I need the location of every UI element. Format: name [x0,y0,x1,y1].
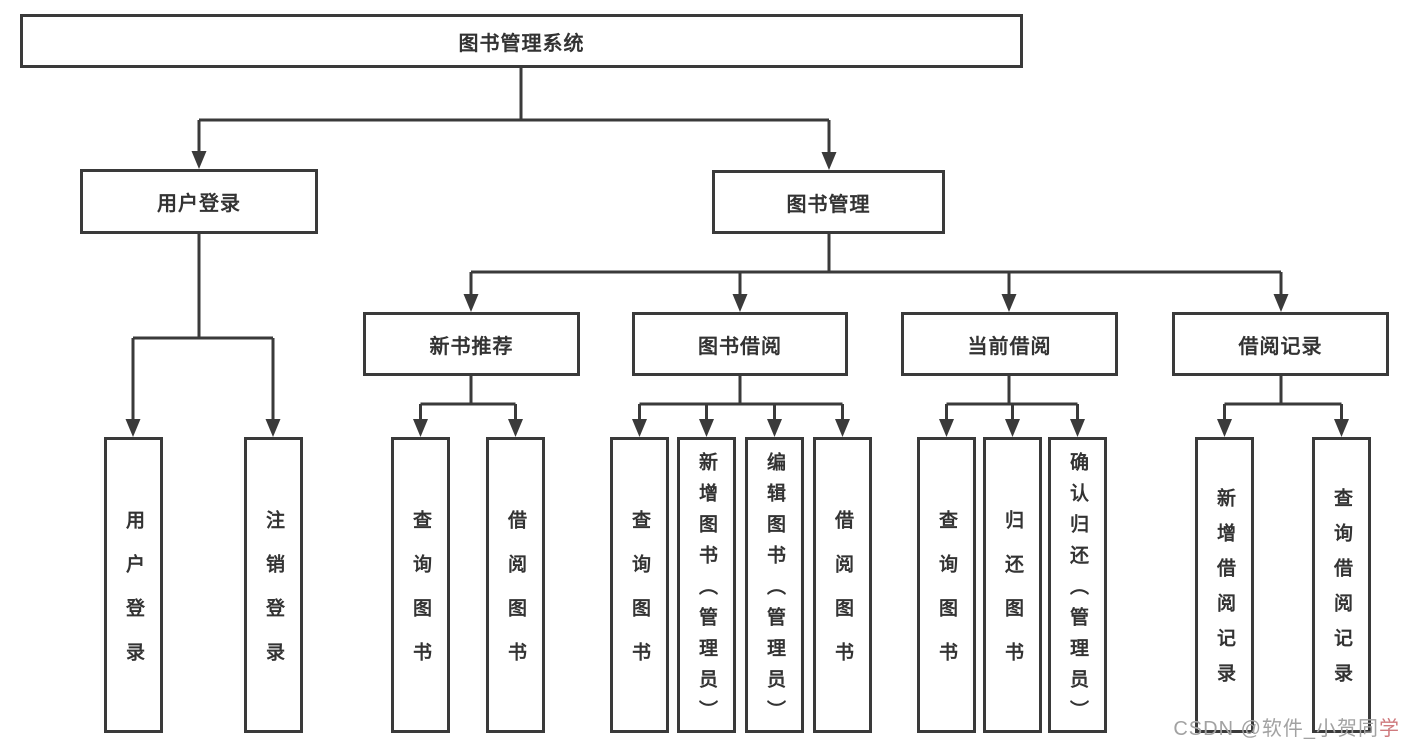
leaf-node-add-books-admin: 新增图书（管理员） [677,437,736,733]
leaf-node-logout: 注销登录 [244,437,303,733]
arrow-down-icon [125,419,141,437]
connector-group2-to-leaves [945,376,1079,420]
node-label: 图书管理 [786,193,871,216]
arrow-down-icon [835,419,850,437]
root-node-label: 图书管理系统 [458,32,585,55]
arrow-down-icon [821,152,837,170]
leaf-node-label: 归还图书 [1002,509,1023,686]
group-node-new-book-recommend: 新书推荐 [363,312,580,376]
connector-manage-to-groups [469,234,1283,295]
arrow-down-icon [632,419,647,437]
arrow-down-icon [1070,419,1085,437]
arrow-down-icon [1001,294,1017,312]
arrow-down-icon [1273,294,1289,312]
arrow-down-icon [699,419,714,437]
leaf-node-borrow-books: 借阅图书 [813,437,872,733]
leaf-node-borrow-books: 借阅图书 [486,437,545,733]
arrow-down-icon [767,419,782,437]
group-node-borrow-records: 借阅记录 [1172,312,1389,376]
leaf-node-user-login: 用户登录 [104,437,163,733]
leaf-node-query-books: 查询图书 [610,437,669,733]
leaf-node-query-borrow-record: 查询借阅记录 [1312,437,1371,733]
group-node-book-borrow: 图书借阅 [632,312,848,376]
leaf-node-label: 新增图书（管理员） [696,451,717,731]
group-node-current-borrow: 当前借阅 [901,312,1118,376]
leaf-node-label: 新增借阅记录 [1214,488,1235,698]
arrow-down-icon [732,294,748,312]
connector-group3-to-leaves [1223,376,1343,420]
leaf-node-label: 注销登录 [263,509,284,686]
leaf-node-label: 查询图书 [936,509,957,686]
watermark-accent: 学 [1379,718,1400,740]
leaf-node-query-books: 查询图书 [917,437,976,733]
watermark-text: CSDN @软件_小贺同 [1173,718,1379,740]
leaf-node-add-borrow-record: 新增借阅记录 [1195,437,1254,733]
connector-root-to-level2 [197,68,831,153]
leaf-node-label: 编辑图书（管理员） [764,451,785,731]
leaf-node-confirm-return-admin: 确认归还（管理员） [1048,437,1107,733]
arrow-down-icon [463,294,479,312]
arrow-down-icon [939,419,954,437]
arrow-down-icon [1334,419,1349,437]
root-node-system: 图书管理系统 [20,14,1023,68]
arrow-down-icon [1005,419,1020,437]
leaf-node-label: 查询借阅记录 [1331,488,1352,698]
group-node-label: 新书推荐 [429,335,514,358]
leaf-node-query-books: 查询图书 [391,437,450,733]
watermark: CSDN @软件_小贺同学 [1173,712,1400,741]
group-node-label: 当前借阅 [967,335,1052,358]
node-book-management: 图书管理 [712,170,945,234]
arrow-down-icon [508,419,523,437]
leaf-node-label: 确认归还（管理员） [1067,451,1088,731]
connector-login-to-leaves [131,234,275,420]
leaf-node-label: 借阅图书 [832,509,853,686]
node-label: 用户登录 [157,193,241,215]
arrow-down-icon [413,419,428,437]
leaf-node-edit-books-admin: 编辑图书（管理员） [745,437,804,733]
connector-group0-to-leaves [419,376,517,420]
leaf-node-label: 借阅图书 [505,509,526,686]
leaf-node-label: 查询图书 [410,509,431,686]
leaf-node-label: 用户登录 [123,509,144,686]
connector-group1-to-leaves [638,376,844,420]
arrow-down-icon [191,151,207,169]
leaf-node-return-books: 归还图书 [983,437,1042,733]
leaf-node-label: 查询图书 [629,509,650,686]
group-node-label: 图书借阅 [698,335,782,358]
arrow-down-icon [265,419,281,437]
node-user-login: 用户登录 [80,169,318,234]
arrow-down-icon [1217,419,1232,437]
group-node-label: 借阅记录 [1238,335,1323,358]
